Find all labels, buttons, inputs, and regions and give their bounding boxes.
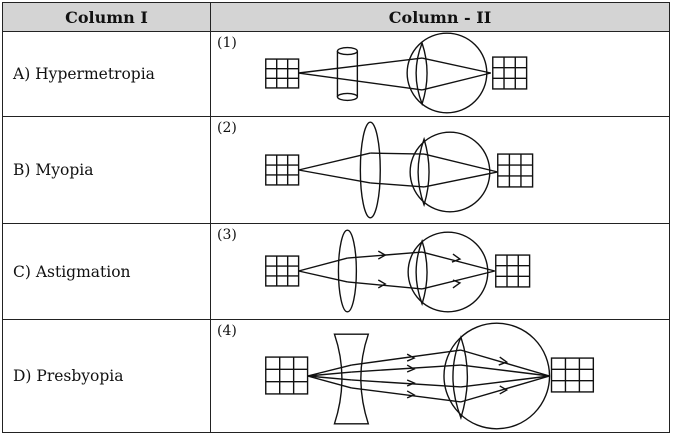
diagram-cell: (4) [210, 318, 670, 434]
cylinder-lens-icon [336, 46, 359, 102]
light-rays [298, 251, 495, 291]
light-rays [298, 152, 498, 188]
diagram-number: (1) [217, 35, 237, 52]
image-grid-icon [492, 56, 528, 90]
header-column-2: Column - II [210, 1, 670, 33]
diagram-concave-lens [265, 322, 595, 430]
object-grid-icon [265, 255, 300, 288]
diagram-number: (4) [217, 322, 237, 339]
table-row: A) Hypermetropia (1) [2, 31, 670, 118]
arrow-icons [406, 353, 509, 399]
convex-lens-icon [359, 121, 381, 219]
image-grid-icon [497, 153, 534, 188]
concave-lens-icon [333, 333, 370, 425]
diagram-number: (3) [217, 227, 237, 244]
header-column-1: Column I [2, 1, 211, 33]
header-row: Column I Column - II [2, 1, 670, 33]
diagram-cell: (1) [210, 31, 670, 118]
diagram-convex-lens-arrows [265, 229, 531, 314]
eye-icon [406, 32, 488, 114]
diagram-cylindrical-lens [265, 32, 528, 114]
arrow-icons [377, 250, 462, 290]
table-row: D) Presbyopia (4) [2, 318, 670, 434]
diagram-convex-lens [265, 121, 534, 219]
diagram-cell: (2) [210, 116, 670, 225]
row-label: D) Presbyopia [2, 318, 211, 434]
object-grid-icon [265, 58, 300, 89]
light-rays [307, 349, 550, 403]
light-rays [298, 57, 491, 91]
object-grid-icon [265, 154, 300, 186]
convex-lens-icon [337, 229, 358, 314]
eye-icon [409, 131, 491, 213]
row-label: A) Hypermetropia [2, 31, 211, 118]
object-grid-icon [265, 356, 309, 395]
eye-icon [407, 231, 489, 314]
diagram-number: (2) [217, 120, 237, 137]
image-grid-icon [495, 254, 531, 289]
diagram-cell: (3) [210, 223, 670, 320]
eye-icon [443, 322, 551, 430]
table-row: B) Myopia (2) [2, 116, 670, 225]
row-label: B) Myopia [2, 116, 211, 225]
table-row: C) Astigmation (3) [2, 223, 670, 320]
image-grid-icon [550, 357, 595, 393]
row-label: C) Astigmation [2, 223, 211, 320]
